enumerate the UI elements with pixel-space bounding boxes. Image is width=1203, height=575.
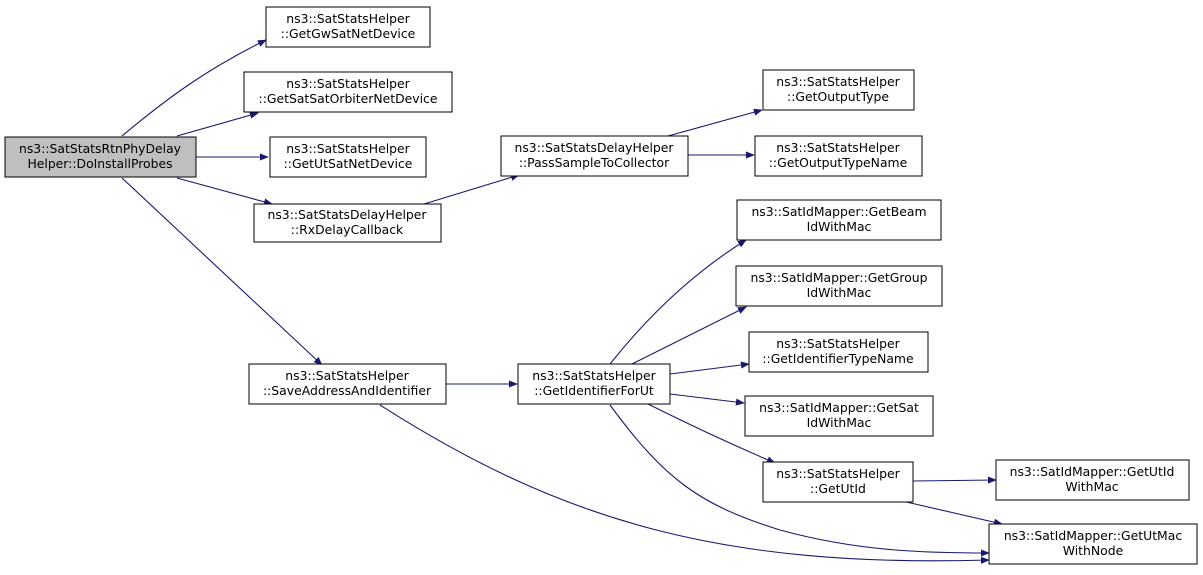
node-get-output-type-line2: ::GetOutputType: [787, 89, 889, 104]
node-get-output-type-name[interactable]: ns3::SatStatsHelper ::GetOutputTypeName: [754, 135, 923, 177]
node-get-sat[interactable]: ns3::SatIdMapper::GetSat IdWithMac: [744, 395, 934, 437]
edge-get-identifier-to-get-group: [631, 306, 747, 365]
node-get-gw-line2: ::GetGwSatNetDevice: [281, 26, 416, 41]
edge-save-addr-to-get-ut-mac-node: [379, 404, 990, 564]
node-get-sat-line1: ns3::SatIdMapper::GetSat: [759, 400, 919, 415]
node-pass-sample-line1: ns3::SatStatsDelayHelper: [515, 140, 675, 155]
node-get-ut-sat[interactable]: ns3::SatStatsHelper ::GetUtSatNetDevice: [269, 136, 427, 178]
node-get-gw[interactable]: ns3::SatStatsHelper ::GetGwSatNetDevice: [265, 6, 431, 48]
node-get-beam-line2: IdWithMac: [807, 219, 872, 234]
node-get-ut-mac-node-line2: WithNode: [1063, 543, 1123, 558]
edge-pass-sample-to-get-output-type: [667, 108, 763, 137]
edges: [121, 39, 1003, 564]
edge-root-to-save-addr: [121, 177, 323, 366]
node-get-sat-orbiter-line2: ::GetSatSatOrbiterNetDevice: [259, 91, 438, 106]
node-root[interactable]: ns3::SatStatsRtnPhyDelay Helper::DoInsta…: [4, 136, 197, 178]
node-get-ut-sat-line1: ns3::SatStatsHelper: [286, 141, 410, 156]
node-get-ut-mac-node[interactable]: ns3::SatIdMapper::GetUtMac WithNode: [988, 523, 1198, 565]
edge-get-identifier-to-get-sat: [669, 393, 745, 406]
node-save-addr-line2: ::SaveAddressAndIdentifier: [263, 383, 432, 398]
node-get-ut-sat-line2: ::GetUtSatNetDevice: [284, 156, 413, 171]
node-get-sat-line2: IdWithMac: [807, 415, 872, 430]
node-get-id-type-name-line1: ns3::SatStatsHelper: [776, 336, 900, 351]
node-root-line1: ns3::SatStatsRtnPhyDelay: [19, 141, 181, 156]
node-get-identifier-line1: ns3::SatStatsHelper: [532, 368, 656, 383]
edge-get-identifier-to-get-ut-id: [647, 403, 776, 464]
node-get-ut-id-mac-line1: ns3::SatIdMapper::GetUtId: [1010, 464, 1175, 479]
node-get-id-type-name[interactable]: ns3::SatStatsHelper ::GetIdentifierTypeN…: [748, 331, 929, 373]
node-get-ut-mac-node-line1: ns3::SatIdMapper::GetUtMac: [1004, 528, 1183, 543]
node-get-output-type-name-line2: ::GetOutputTypeName: [769, 155, 908, 170]
node-get-output-type[interactable]: ns3::SatStatsHelper ::GetOutputType: [762, 69, 915, 111]
node-pass-sample-line2: ::PassSampleToCollector: [519, 155, 670, 170]
node-get-ut-id-mac[interactable]: ns3::SatIdMapper::GetUtId WithMac: [995, 459, 1190, 501]
edge-root-to-get-sat-orbiter: [176, 111, 259, 137]
edge-root-to-get-gw: [121, 39, 267, 137]
node-rx-delay-line1: ns3::SatStatsDelayHelper: [268, 207, 428, 222]
node-get-group[interactable]: ns3::SatIdMapper::GetGroup IdWithMac: [735, 265, 943, 307]
edge-get-identifier-to-get-beam: [609, 239, 747, 365]
edge-get-ut-id-to-get-ut-id-mac: [912, 476, 997, 484]
node-get-ut-id-line2: ::GetUtId: [810, 481, 866, 496]
node-rx-delay-line2: ::RxDelayCallback: [291, 222, 404, 237]
node-save-addr[interactable]: ns3::SatStatsHelper ::SaveAddressAndIden…: [248, 363, 447, 405]
node-get-ut-id[interactable]: ns3::SatStatsHelper ::GetUtId: [762, 461, 914, 503]
node-get-group-line2: IdWithMac: [807, 285, 872, 300]
node-get-beam-line1: ns3::SatIdMapper::GetBeam: [751, 204, 926, 219]
node-get-sat-orbiter[interactable]: ns3::SatStatsHelper ::GetSatSatOrbiterNe…: [243, 71, 453, 113]
edge-get-identifier-to-get-id-type-name: [669, 361, 750, 375]
edge-root-to-rx-delay: [176, 177, 273, 206]
node-get-ut-id-mac-line2: WithMac: [1065, 479, 1118, 494]
node-get-output-type-line1: ns3::SatStatsHelper: [776, 74, 900, 89]
node-save-addr-line1: ns3::SatStatsHelper: [285, 368, 409, 383]
edge-rx-delay-to-pass-sample: [423, 173, 520, 205]
edge-get-ut-id-to-get-ut-mac-node: [901, 500, 1003, 526]
node-get-output-type-name-line1: ns3::SatStatsHelper: [776, 140, 900, 155]
node-pass-sample[interactable]: ns3::SatStatsDelayHelper ::PassSampleToC…: [500, 135, 689, 177]
edge-get-identifier-to-get-ut-mac-node: [609, 404, 990, 557]
node-get-ut-id-line1: ns3::SatStatsHelper: [776, 466, 900, 481]
node-get-identifier-line2: ::GetIdentifierForUt: [534, 383, 654, 398]
node-root-line2: Helper::DoInstallProbes: [27, 156, 172, 171]
node-get-id-type-name-line2: ::GetIdentifierTypeName: [762, 351, 913, 366]
node-rx-delay[interactable]: ns3::SatStatsDelayHelper ::RxDelayCallba…: [253, 203, 442, 243]
node-get-sat-orbiter-line1: ns3::SatStatsHelper: [286, 76, 410, 91]
node-get-group-line1: ns3::SatIdMapper::GetGroup: [750, 270, 927, 285]
node-get-identifier[interactable]: ns3::SatStatsHelper ::GetIdentifierForUt: [517, 363, 671, 405]
node-get-gw-line1: ns3::SatStatsHelper: [286, 11, 410, 26]
node-get-beam[interactable]: ns3::SatIdMapper::GetBeam IdWithMac: [736, 199, 942, 241]
